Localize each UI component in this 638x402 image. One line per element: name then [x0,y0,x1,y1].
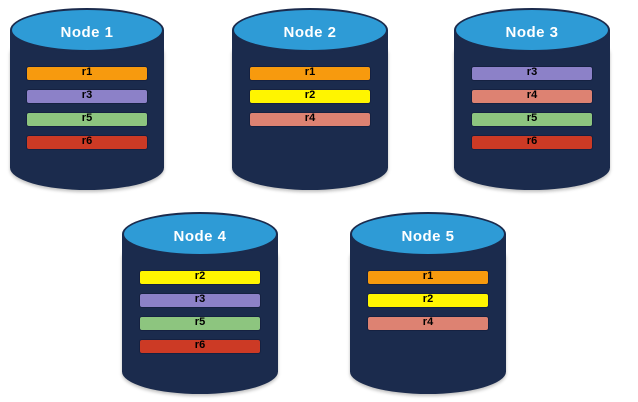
replica-list: r1 r3 r5 r6 [10,66,164,150]
node-title: Node 4 [173,227,227,245]
cylinder-top-disc: Node 1 [10,8,164,52]
replica-bar[interactable]: r5 [471,112,593,127]
replica-label: r1 [304,66,316,78]
database-node-cylinder[interactable]: Node 2 r1 r2 r4 [232,8,388,190]
replica-label: r5 [81,112,93,124]
replica-bar[interactable]: r3 [471,66,593,81]
replica-list: r1 r2 r4 [232,66,388,127]
replica-bar[interactable]: r6 [139,339,261,354]
cylinder-top-disc: Node 3 [454,8,610,52]
replica-label: r3 [81,89,93,101]
database-node-cylinder[interactable]: Node 3 r3 r4 r5 r6 [454,8,610,190]
replica-label: r4 [422,316,434,328]
replica-bar[interactable]: r5 [139,316,261,331]
replica-label: r5 [526,112,538,124]
replica-list: r1 r2 r4 [350,270,506,331]
replica-bar[interactable]: r4 [249,112,371,127]
replica-bar[interactable]: r6 [26,135,148,150]
replica-label: r3 [194,293,206,305]
replica-label: r4 [526,89,538,101]
replica-bar[interactable]: r1 [26,66,148,81]
replica-bar[interactable]: r2 [139,270,261,285]
replica-label: r6 [526,135,538,147]
replica-list: r2 r3 r5 r6 [122,270,278,354]
node-title: Node 3 [505,23,559,41]
replica-label: r6 [81,135,93,147]
node-title: Node 5 [401,227,455,245]
replica-bar[interactable]: r2 [367,293,489,308]
replica-label: r1 [81,66,93,78]
replica-label: r2 [422,293,434,305]
replica-bar[interactable]: r1 [367,270,489,285]
replica-bar[interactable]: r5 [26,112,148,127]
cylinder-top-disc: Node 2 [232,8,388,52]
replica-label: r2 [194,270,206,282]
replica-bar[interactable]: r2 [249,89,371,104]
replica-bar[interactable]: r4 [471,89,593,104]
cylinder-top-disc: Node 4 [122,212,278,256]
replica-label: r2 [304,89,316,101]
replica-label: r6 [194,339,206,351]
replica-bar[interactable]: r4 [367,316,489,331]
replica-label: r1 [422,270,434,282]
database-node-cylinder[interactable]: Node 1 r1 r3 r5 r6 [10,8,164,190]
replica-bar[interactable]: r1 [249,66,371,81]
node-title: Node 1 [60,23,114,41]
node-title: Node 2 [283,23,337,41]
replica-bar[interactable]: r3 [139,293,261,308]
replica-label: r5 [194,316,206,328]
database-node-cylinder[interactable]: Node 5 r1 r2 r4 [350,212,506,394]
database-node-cylinder[interactable]: Node 4 r2 r3 r5 r6 [122,212,278,394]
replica-bar[interactable]: r3 [26,89,148,104]
replica-list: r3 r4 r5 r6 [454,66,610,150]
replica-bar[interactable]: r6 [471,135,593,150]
replica-label: r3 [526,66,538,78]
replica-label: r4 [304,112,316,124]
cylinder-top-disc: Node 5 [350,212,506,256]
